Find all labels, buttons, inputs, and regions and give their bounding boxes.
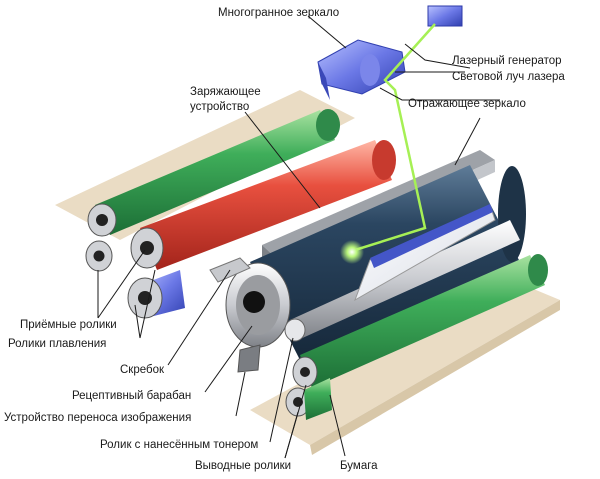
label-transfer-device: Устройство переноса изображения <box>4 412 191 424</box>
polygon-mirror <box>317 39 406 100</box>
label-scraper: Скребок <box>120 364 165 376</box>
label-receptive-drum: Рецептивный барабан <box>72 390 191 402</box>
label-fusing-rollers: Ролики плавления <box>8 338 106 350</box>
label-charging-device-line2: устройство <box>190 101 249 113</box>
label-toner-roller: Ролик с нанесённым тонером <box>100 439 258 451</box>
label-reflecting-mirror: Отражающее зеркало <box>408 98 526 110</box>
label-receiving-rollers: Приёмные ролики <box>20 319 117 331</box>
label-paper: Бумага <box>340 460 378 472</box>
pointer-lines <box>97 15 500 459</box>
transfer-device <box>237 344 261 373</box>
toner-roller <box>284 220 520 342</box>
laser-generator-box <box>427 5 463 27</box>
label-laser-beam: Световой луч лазера <box>452 71 565 83</box>
reflecting-mirror <box>354 204 496 302</box>
laser-spot-glow <box>340 240 364 264</box>
laser-beam <box>354 23 436 252</box>
paper-sheet-bottom-edge <box>310 300 560 455</box>
fusing-roller-red <box>130 140 396 270</box>
label-laser-generator: Лазерный генератор <box>452 55 562 67</box>
receiving-roller-rear <box>87 109 340 237</box>
receiving-roller-front <box>85 240 113 272</box>
fusing-roller-blue <box>127 270 185 319</box>
label-output-rollers: Выводные ролики <box>195 460 291 472</box>
label-polygon-mirror: Многогранное зеркало <box>218 7 339 19</box>
label-charging-device-line1: Заряжающее <box>190 86 261 98</box>
output-roller-lower <box>285 378 332 420</box>
